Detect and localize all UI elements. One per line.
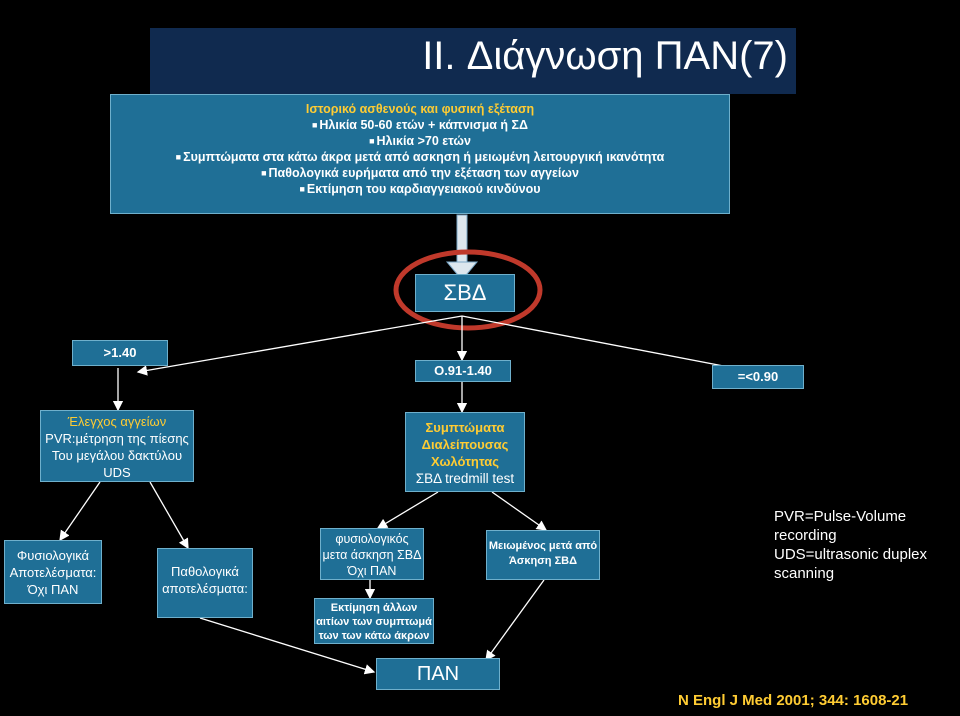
abbreviations-note: PVR=Pulse-Volume recording UDS=ultrasoni… — [774, 507, 958, 583]
abnormal-results-line-2: αποτελέσματα: — [162, 581, 248, 596]
down-arrow-head — [445, 261, 479, 281]
normal-exercise-box: φυσιολογικός μετα άσκηση ΣΒΔ Όχι ΠΑΝ — [320, 528, 424, 580]
history-item: ■Παθολογικά ευρήματα από την εξέταση των… — [261, 166, 579, 180]
vessel-check-heading: Έλεγχος αγγείων — [67, 414, 167, 429]
symptoms-line-3: Χωλότητας — [430, 454, 500, 469]
slide-title: II. Διάγνωση ΠΑΝ(7) — [422, 34, 788, 78]
symptoms-box: Συμπτώματα Διαλείπουσας Χωλότητας ΣΒΔ tr… — [405, 412, 525, 492]
normal-results-line-1: Φυσιολογικά — [16, 548, 90, 563]
reference-citation: N Engl J Med 2001; 344: 1608-21 — [678, 692, 909, 709]
symptoms-line-4: ΣΒΔ tredmill test — [415, 471, 515, 486]
branch-line-low — [461, 315, 762, 377]
abbreviation-uds: UDS=ultrasonic duplex — [774, 546, 927, 563]
vessel-check-box: Έλεγχος αγγείων PVR:μέτρηση της πίεσης Τ… — [40, 410, 194, 482]
history-item: ■Συμπτώματα στα κάτω άκρα μετά από ασκησ… — [175, 150, 665, 164]
symptoms-to-reduced-exercise-line — [491, 491, 548, 531]
history-heading: Ιστορικό ασθενούς και φυσική εξέταση — [305, 102, 535, 116]
vessel-check-pvr: PVR:μέτρηση της πίεσης — [45, 431, 189, 446]
other-causes-line-2: αιτίων των συμπτωμά — [316, 616, 432, 628]
normal-results-line-3: Όχι ΠΑΝ — [27, 582, 79, 597]
bullet-icon: ■ — [175, 152, 182, 162]
symptoms-to-normal-exercise-line — [376, 491, 439, 529]
branch-low-label: =<0.90 — [712, 365, 804, 389]
normal-exercise-line-1: φυσιολογικός — [335, 532, 409, 546]
abnormal-results-box: Παθολογικά αποτελέσματα: — [157, 548, 253, 618]
other-causes-line-3: των των κάτω άκρων — [318, 630, 430, 642]
abi-highlight-circle — [393, 249, 543, 331]
abnormal-to-pan-line — [199, 617, 376, 675]
abbreviation-pvr: PVR=Pulse-Volume — [774, 508, 907, 525]
bullet-icon: ■ — [261, 168, 267, 178]
branch-high-label: >1.40 — [72, 340, 168, 366]
reduced-to-pan-line — [485, 579, 545, 662]
normal-results-line-2: Αποτελέσματα: — [9, 565, 97, 580]
abbreviation-uds-cont: scanning — [774, 565, 835, 582]
history-panel: Ιστορικό ασθενούς και φυσική εξέταση ■Ηλ… — [110, 94, 730, 214]
bullet-icon: ■ — [299, 184, 305, 194]
reduced-exercise-box: Μειωμένος μετά από Άσκηση ΣΒΔ — [486, 530, 600, 580]
history-item: ■Εκτίμηση του καρδιαγγειακού κινδύνου — [299, 182, 541, 196]
pan-box: ΠΑΝ — [376, 658, 500, 690]
title-bar: II. Διάγνωση ΠΑΝ(7) — [150, 28, 796, 94]
other-causes-box: Εκτίμηση άλλων αιτίων των συμπτωμά των τ… — [314, 598, 434, 644]
history-item: ■Ηλικία 50-60 ετών + κάπνισμα ή ΣΔ — [311, 118, 529, 132]
normal-exercise-line-2: μετα άσκηση ΣΒΔ — [322, 548, 422, 562]
vessel-to-abnormal-line — [149, 481, 189, 550]
branch-line-high — [136, 315, 463, 376]
down-arrow-shaft — [456, 214, 468, 268]
reduced-exercise-line-2: Άσκηση ΣΒΔ — [508, 555, 578, 567]
branch-mid-label: O.91-1.40 — [415, 360, 511, 382]
abbreviation-pvr-cont: recording — [774, 527, 837, 544]
abnormal-results-line-1: Παθολογικά — [171, 564, 239, 579]
other-causes-line-1: Εκτίμηση άλλων — [330, 602, 418, 614]
normal-exercise-line-3: Όχι ΠΑΝ — [347, 564, 397, 578]
symptoms-line-1: Συμπτώματα — [425, 420, 505, 435]
history-item: ■Ηλικία >70 ετών — [369, 134, 471, 148]
abi-box: ΣΒΔ — [415, 274, 515, 312]
vessel-to-normal-line — [59, 481, 101, 542]
vessel-check-toe: Του μεγάλου δακτύλου — [51, 448, 183, 463]
reduced-exercise-line-1: Μειωμένος μετά από — [488, 540, 598, 552]
symptoms-line-2: Διαλείπουσας — [421, 437, 509, 452]
bullet-icon: ■ — [311, 120, 318, 130]
bullet-icon: ■ — [369, 136, 375, 146]
vessel-check-uds: UDS — [103, 465, 131, 480]
normal-results-box: Φυσιολογικά Αποτελέσματα: Όχι ΠΑΝ — [4, 540, 102, 604]
